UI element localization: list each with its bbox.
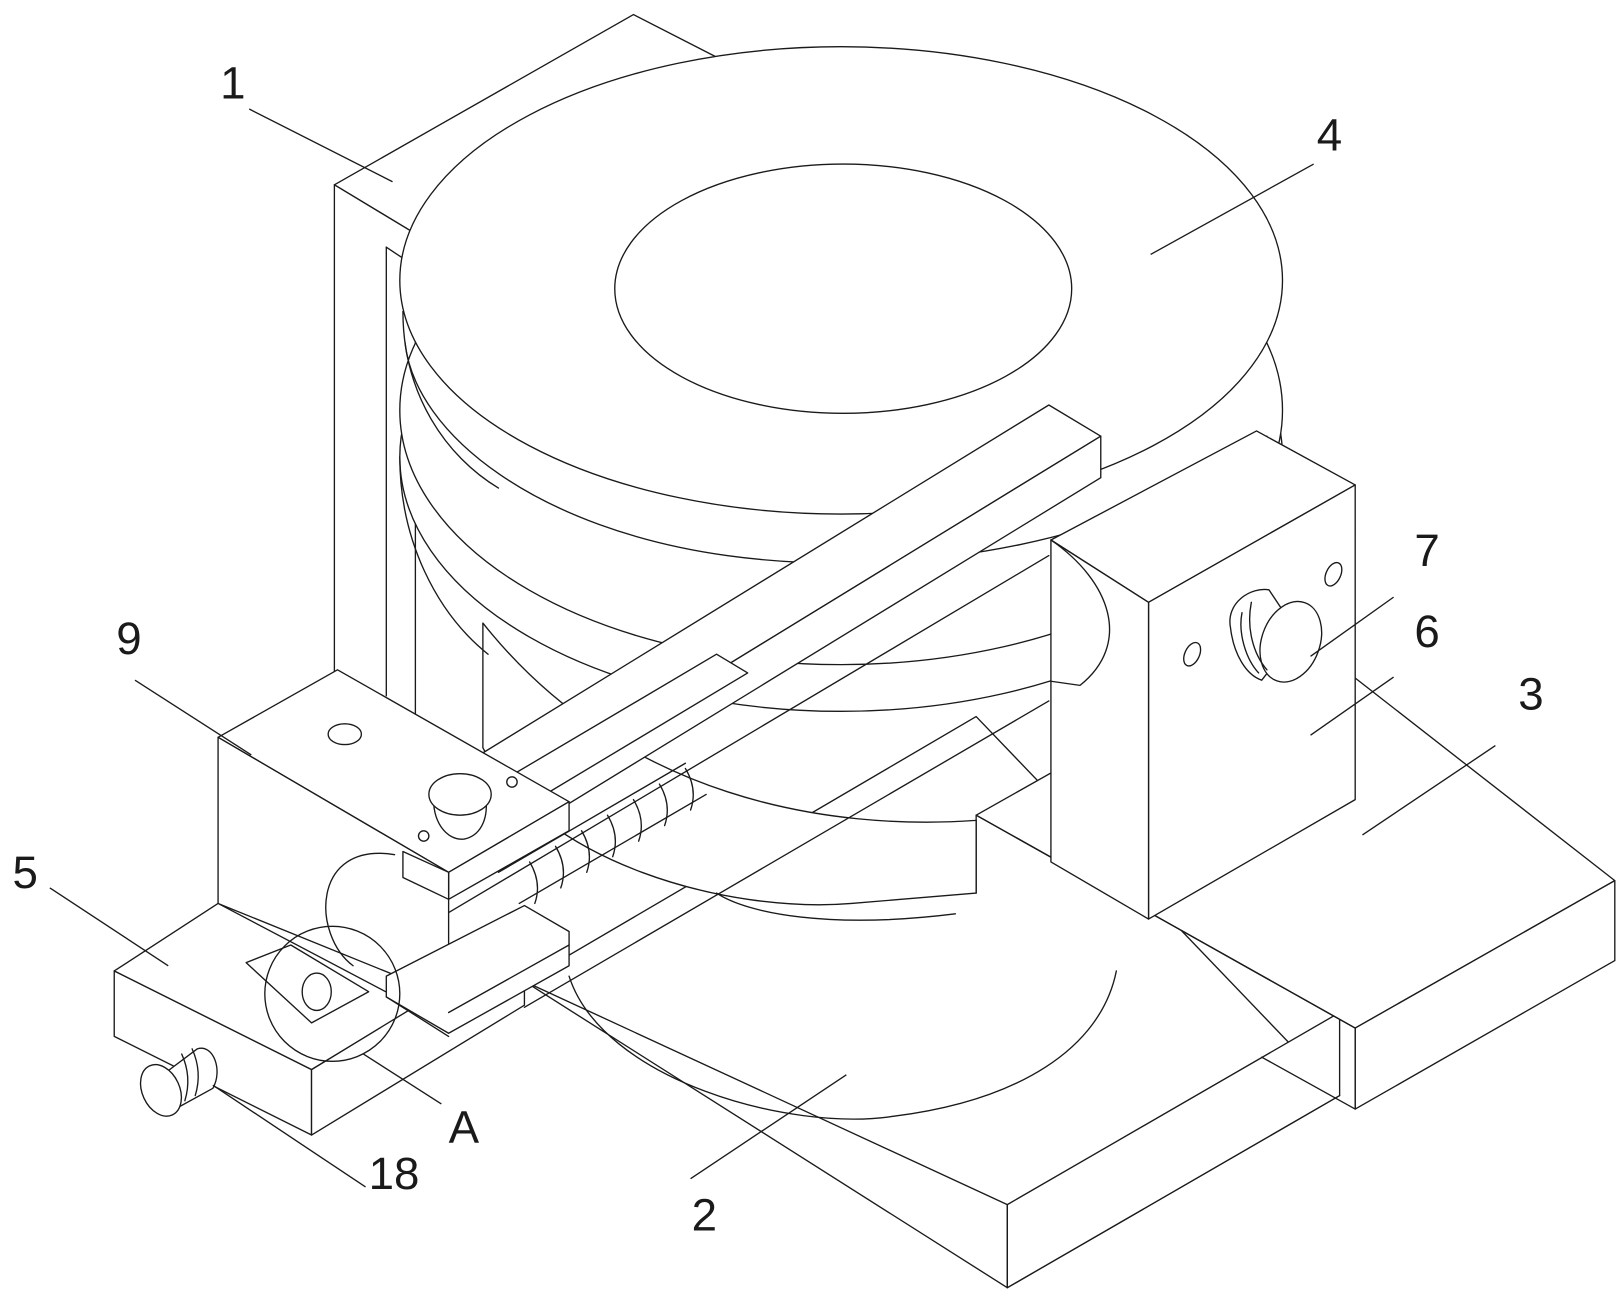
upper-clamp-block	[217, 669, 570, 998]
callout-7: 7	[1310, 525, 1440, 657]
callout-2: 2	[690, 1074, 847, 1241]
top-knob[interactable]	[428, 772, 492, 840]
callout-A: A	[363, 1053, 480, 1152]
lead-screw	[497, 762, 707, 905]
svg-text:7: 7	[1414, 525, 1439, 576]
svg-text:9: 9	[116, 613, 141, 664]
svg-text:1: 1	[220, 58, 245, 109]
svg-text:5: 5	[12, 847, 37, 898]
svg-text:3: 3	[1518, 668, 1543, 719]
callout-5: 5	[12, 847, 169, 967]
svg-text:A: A	[449, 1101, 480, 1152]
svg-text:6: 6	[1414, 606, 1439, 657]
guide-rail	[445, 404, 1102, 1008]
svg-text:4: 4	[1317, 110, 1342, 161]
callout-4: 4	[1150, 110, 1342, 256]
slide-block	[113, 902, 570, 1136]
clamp-block	[1050, 430, 1356, 920]
callout-9: 9	[116, 613, 252, 756]
callout-3: 3	[1362, 668, 1544, 836]
callout-6: 6	[1310, 606, 1440, 736]
base-plate	[523, 715, 1341, 1289]
adjusting-knob[interactable]	[1229, 588, 1332, 690]
svg-text:2: 2	[692, 1190, 717, 1241]
svg-text:18: 18	[369, 1148, 420, 1199]
callout-1: 1	[220, 58, 393, 183]
locking-screw[interactable]	[133, 1047, 218, 1123]
callout-18: 18	[212, 1084, 420, 1199]
detail-circle-A	[264, 925, 401, 1062]
